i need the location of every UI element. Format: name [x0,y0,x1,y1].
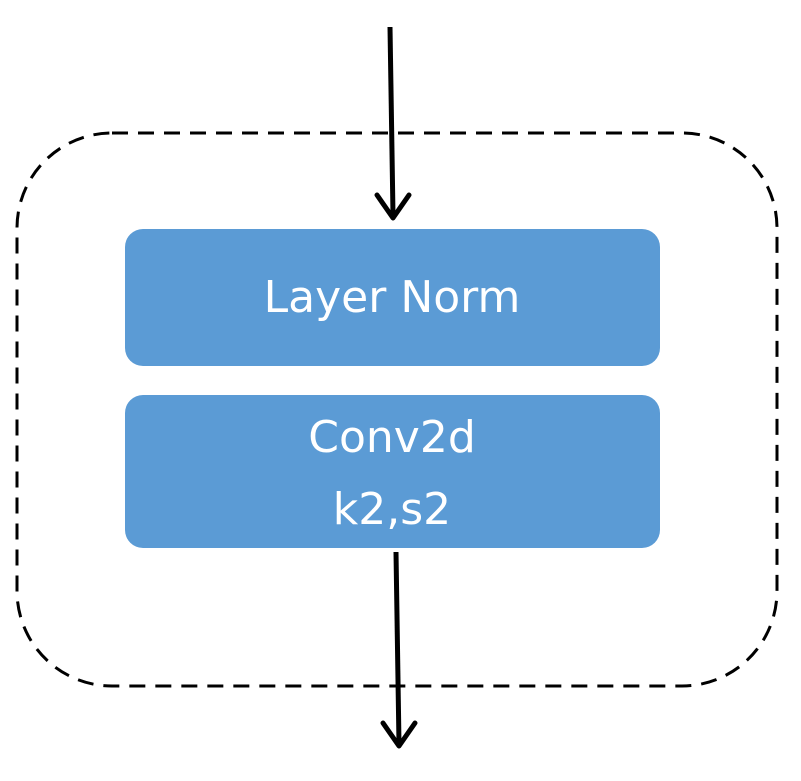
input-arrow [374,26,412,221]
input-arrowhead-icon [374,192,412,221]
output-arrow [380,551,418,749]
layer-norm-block: Layer Norm [125,229,660,366]
conv2d-params-label: k2,s2 [333,484,451,535]
conv2d-label: Conv2d [308,412,476,463]
output-arrowhead-icon [380,720,418,749]
layer-norm-label: Layer Norm [264,272,521,323]
conv2d-block: Conv2d k2,s2 [125,395,660,548]
